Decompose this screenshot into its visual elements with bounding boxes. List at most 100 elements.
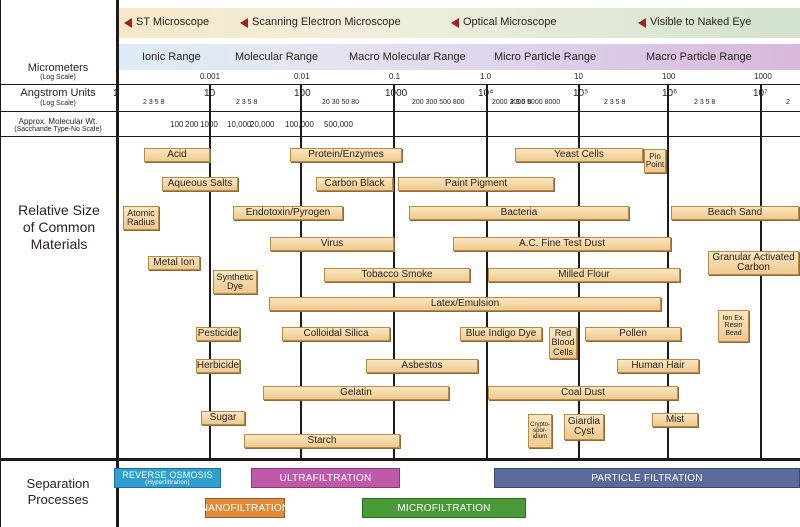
decade-gridline	[209, 84, 211, 458]
material-bar: Yeast Cells	[515, 148, 643, 162]
left-border	[0, 0, 1, 527]
material-bar: Tobacco Smoke	[324, 268, 470, 282]
section-border	[0, 458, 800, 461]
material-bar: Colloidal Silica	[282, 327, 390, 341]
molecular-weight-value: 20,000	[250, 120, 275, 129]
material-bar: Carbon Black	[316, 177, 393, 191]
material-bar: Bacteria	[409, 206, 629, 220]
material-bar: Herbicide	[196, 359, 240, 373]
angstrom-tick: 1	[113, 88, 119, 99]
range-label: Molecular Range	[235, 51, 319, 63]
molecular-weight-value: 10,000	[227, 120, 252, 129]
material-bar: Human Hair	[617, 359, 699, 373]
process-label: Particle Filtration	[591, 472, 703, 484]
process-label: Ultrafiltration	[279, 472, 372, 484]
molecular-weight-value: 100,000	[285, 120, 314, 129]
molecular-weight-value: 100	[170, 120, 184, 129]
range-band	[119, 44, 800, 70]
angstrom-minor-ticks: 2 3 5 8	[694, 99, 716, 106]
microscope-arrow-icon	[124, 18, 132, 28]
material-bar: Paint Pigment	[398, 177, 554, 191]
angstrom-tick: 1000	[385, 88, 408, 99]
angstrom-tick: 10⁶	[662, 88, 678, 99]
material-bar: Starch	[244, 434, 400, 448]
material-bar: Pollen	[585, 327, 681, 341]
material-bar: Synthetic Dye	[213, 270, 257, 294]
microscope-label: Visible to Naked Eye	[650, 16, 752, 28]
material-bar: Ion Ex. Resin Bead	[718, 310, 749, 342]
angstrom-minor-ticks: 2 3 5 8	[143, 99, 165, 106]
micrometers-subtitle: (Log Scale)	[40, 74, 76, 81]
micrometer-tick: 100	[662, 72, 676, 81]
micrometer-tick: 1000	[754, 72, 772, 81]
material-bar: Metal Ion	[148, 256, 200, 270]
material-bar: Blue Indigo Dye	[460, 327, 542, 341]
micrometers-title: Micrometers	[27, 62, 89, 74]
divider	[0, 84, 800, 85]
microscope-arrow-icon	[638, 18, 646, 28]
material-bar: Granular Activated Carbon	[708, 251, 799, 275]
angstrom-minor-ticks: 2 3 5 8	[604, 99, 626, 106]
material-bar: Crypto-spor-idium	[528, 414, 552, 448]
microscope-label: Optical Microscope	[463, 16, 557, 28]
processes-title: Separation Processes	[26, 476, 90, 508]
microscope-band	[119, 8, 800, 38]
angstrom-tick: 10⁴	[478, 88, 493, 99]
materials-section-title: Relative Size of Common Materials	[18, 202, 100, 252]
material-bar: Pesticide	[196, 327, 240, 341]
divider	[0, 136, 800, 137]
molecular-weight-subtitle: (Saccharide Type-No Scale)	[14, 126, 102, 133]
process-label: Nanofiltration	[200, 502, 290, 514]
process-label: Reverse Osmosis	[122, 470, 213, 480]
material-bar: Endotoxin/Pyrogen	[233, 206, 343, 220]
angstrom-tick: 10⁵	[573, 88, 589, 99]
material-bar: Aqueous Salts	[162, 177, 238, 191]
molecular-weight-value: 1000	[200, 120, 218, 129]
microscope-arrow-icon	[240, 18, 248, 28]
range-label: Micro Particle Range	[494, 51, 597, 63]
ultrafiltration-bar: Ultrafiltration	[251, 468, 400, 488]
angstrom-minor-ticks: 2 3 5 8	[236, 99, 258, 106]
molecular-weight-value: 500,000	[324, 120, 353, 129]
material-bar: Coal Dust	[488, 386, 678, 400]
micrometer-tick: 0.001	[200, 72, 221, 81]
angstrom-tick: 100	[294, 88, 311, 99]
process-sublabel: (Hyperfiltration)	[145, 480, 190, 486]
material-bar: Giardia Cyst	[564, 414, 604, 440]
nanofiltration-bar: Nanofiltration	[201, 498, 289, 518]
material-bar: Protein/Enzymes	[290, 148, 402, 162]
decade-gridline	[300, 84, 302, 458]
micrometer-tick: 1.0	[480, 72, 492, 81]
material-bar: Sugar	[201, 411, 245, 425]
decade-gridline	[486, 84, 488, 458]
angstrom-minor-ticks: 2	[786, 99, 790, 106]
material-bar: Red Blood Cells	[549, 327, 577, 359]
material-bar: Virus	[270, 237, 394, 251]
material-bar: Beach Sand	[671, 206, 799, 220]
molecular-weight-value: 200	[185, 120, 199, 129]
material-bar: Latex/Emulsion	[269, 297, 661, 311]
material-bar: Gelatin	[263, 386, 449, 400]
material-bar: Pin Point	[644, 149, 666, 173]
process-label: Microfiltration	[397, 502, 491, 514]
molecular-weight-title: Approx. Molecular Wt.	[18, 117, 98, 126]
angstrom-minor-ticks: 200 300 500 800	[412, 99, 465, 106]
microscope-label: ST Microscope	[136, 16, 210, 28]
micrometer-tick: 10	[574, 72, 583, 81]
particle-filtration-bar: Particle Filtration	[494, 468, 800, 488]
range-label: Macro Particle Range	[646, 51, 752, 63]
material-bar: Acid	[144, 148, 210, 162]
microscope-arrow-icon	[451, 18, 459, 28]
material-bar: A.C. Fine Test Dust	[453, 237, 671, 251]
material-bar: Mist	[652, 413, 698, 427]
material-bar: Atomic Radius	[123, 206, 159, 230]
left-column-border	[116, 0, 119, 527]
microscope-label: Scanning Electron Microscope	[252, 16, 401, 28]
material-bar: Milled Flour	[488, 268, 680, 282]
micrometer-tick: 0.1	[389, 72, 401, 81]
reverse-osmosis-bar: Reverse Osmosis (Hyperfiltration)	[114, 468, 221, 488]
micrometer-tick: 0.01	[294, 72, 310, 81]
angstrom-minor-ticks: 20 30 50 80	[322, 99, 359, 106]
divider	[0, 111, 800, 112]
